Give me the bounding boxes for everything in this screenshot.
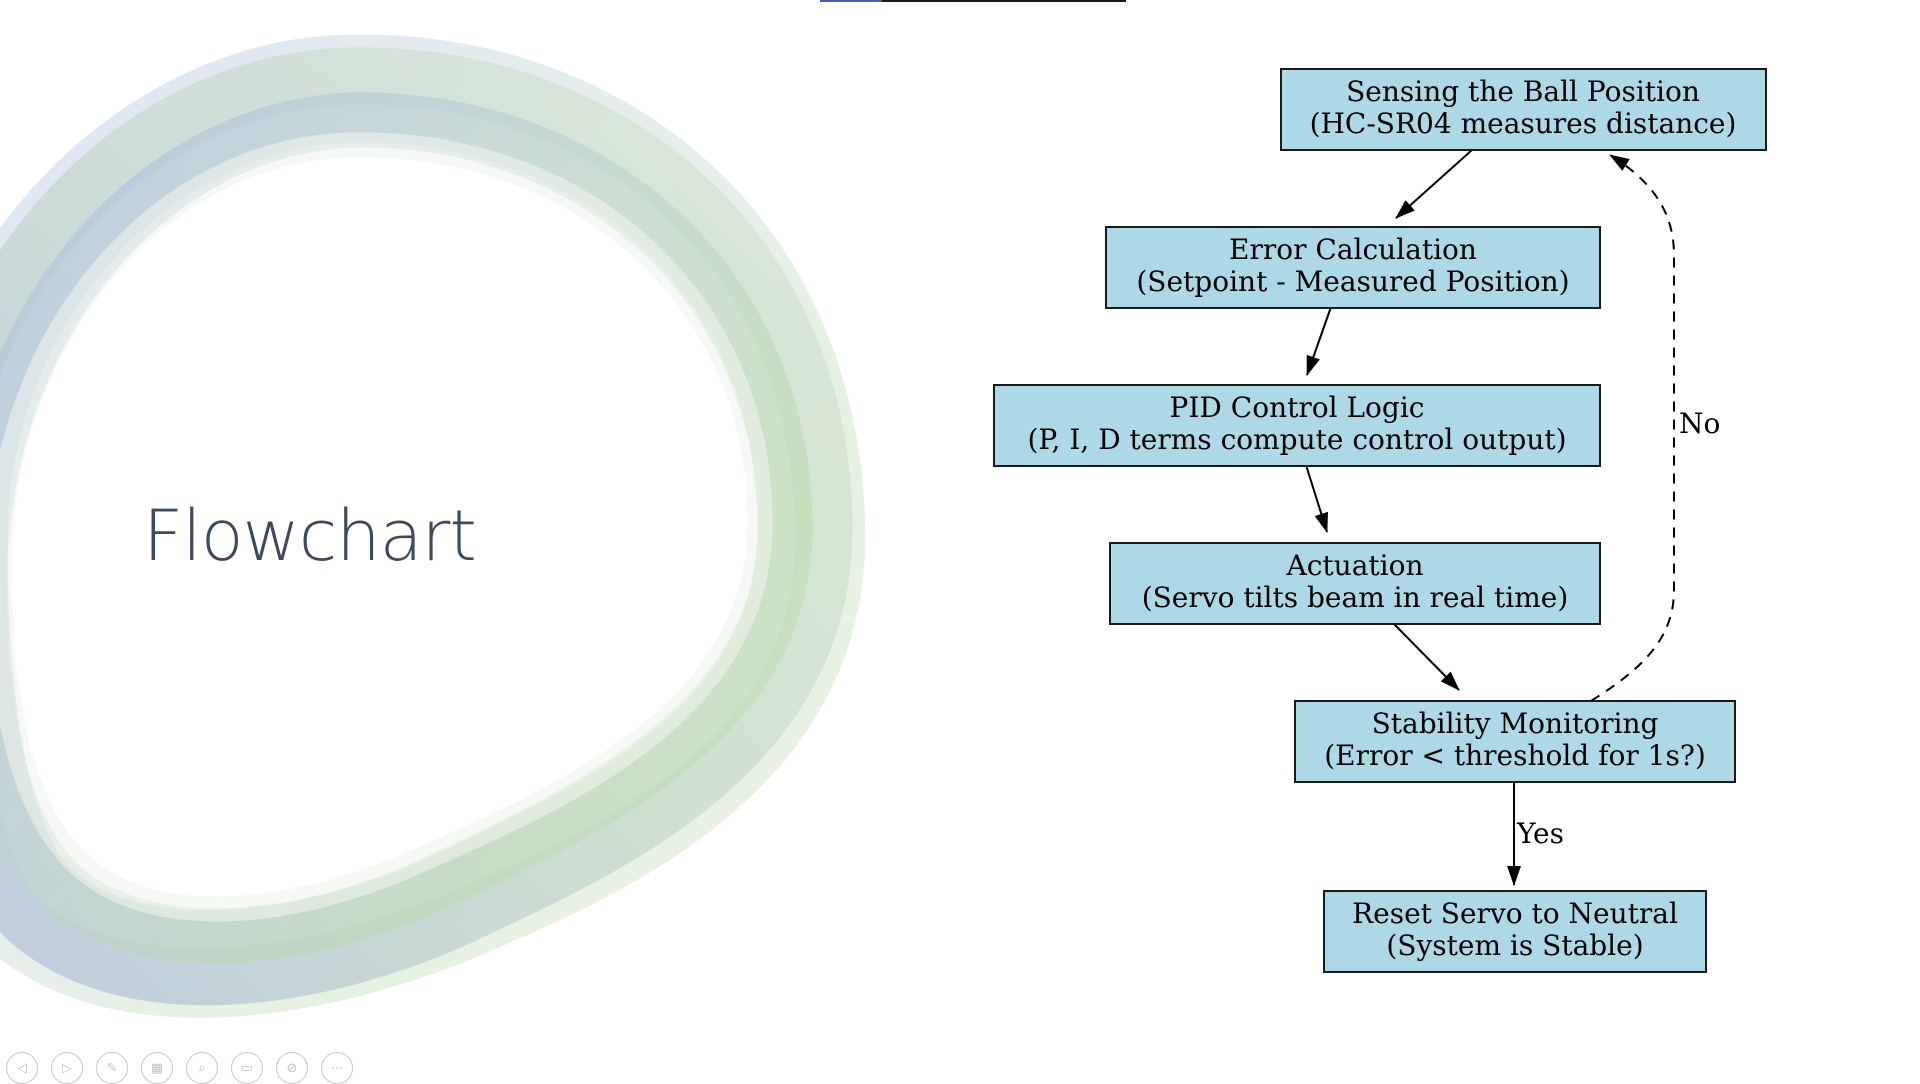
node-sensing-ball-position: Sensing the Ball Position (HC-SR04 measu… — [1280, 68, 1767, 151]
previous-icon: ◁ — [17, 1060, 27, 1076]
node-sensing-title: Sensing the Ball Position — [1346, 75, 1700, 108]
decorative-ring — [0, 34, 866, 1018]
more-options-icon: ⋯ — [330, 1060, 344, 1076]
node-actuation-title: Actuation — [1286, 549, 1424, 582]
node-pid-detail: (P, I, D terms compute control output) — [1027, 423, 1566, 456]
edge-label-no: No — [1679, 407, 1720, 440]
pen-icon: ✎ — [106, 1060, 118, 1076]
presentation-controls: ◁ ▷ ✎ ▦ ⌕ ▭ ⊘ ⋯ — [6, 1052, 353, 1084]
camera-off-icon: ⊘ — [286, 1060, 298, 1076]
node-pid-control-logic: PID Control Logic (P, I, D terms compute… — [993, 384, 1601, 467]
node-error-title: Error Calculation — [1229, 233, 1477, 266]
node-actuation: Actuation (Servo tilts beam in real time… — [1109, 542, 1601, 625]
see-all-slides-button[interactable]: ▦ — [141, 1052, 173, 1084]
node-error-detail: (Setpoint - Measured Position) — [1136, 265, 1569, 298]
edge-error-to-pid — [1306, 306, 1332, 376]
node-monitor-title: Stability Monitoring — [1372, 707, 1659, 740]
node-monitor-detail: (Error < threshold for 1s?) — [1324, 739, 1706, 772]
top-progress-accent — [820, 0, 882, 2]
node-error-calculation: Error Calculation (Setpoint - Measured P… — [1105, 226, 1601, 309]
top-progress-bar — [820, 0, 1126, 2]
subtitles-button[interactable]: ▭ — [231, 1052, 263, 1084]
more-options-button[interactable]: ⋯ — [321, 1052, 353, 1084]
zoom-button[interactable]: ⌕ — [186, 1052, 218, 1084]
edge-label-yes: Yes — [1516, 817, 1564, 850]
node-reset-title: Reset Servo to Neutral — [1352, 897, 1678, 930]
slides-grid-icon: ▦ — [150, 1060, 164, 1076]
zoom-icon: ⌕ — [198, 1060, 206, 1076]
node-pid-title: PID Control Logic — [1170, 391, 1425, 424]
edge-actuation-to-monitor — [1393, 623, 1460, 691]
camera-toggle-button[interactable]: ⊘ — [276, 1052, 308, 1084]
pen-tool-button[interactable]: ✎ — [96, 1052, 128, 1084]
node-stability-monitoring: Stability Monitoring (Error < threshold … — [1294, 700, 1736, 783]
node-actuation-detail: (Servo tilts beam in real time) — [1142, 581, 1569, 614]
edge-monitor-to-sense-no — [1590, 154, 1675, 702]
edge-pid-to-actuation — [1305, 464, 1328, 533]
next-slide-button[interactable]: ▷ — [51, 1052, 83, 1084]
edge-sense-to-error — [1395, 149, 1473, 219]
node-reset-servo: Reset Servo to Neutral (System is Stable… — [1323, 890, 1707, 973]
subtitles-icon: ▭ — [240, 1060, 254, 1076]
slide-title: Flowchart — [143, 495, 477, 577]
node-reset-detail: (System is Stable) — [1386, 929, 1643, 962]
next-icon: ▷ — [62, 1060, 72, 1076]
previous-slide-button[interactable]: ◁ — [6, 1052, 38, 1084]
node-sensing-detail: (HC-SR04 measures distance) — [1310, 107, 1737, 140]
